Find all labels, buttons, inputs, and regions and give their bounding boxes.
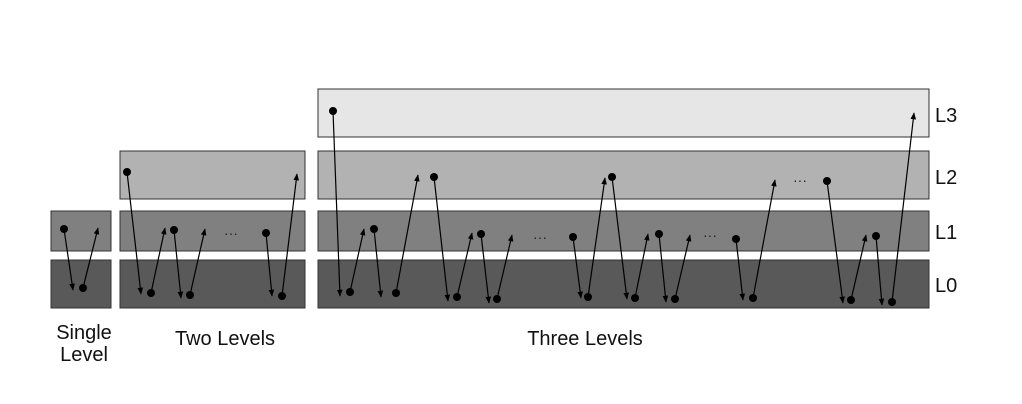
transition-arrow — [875, 235, 885, 306]
ellipsis-three-l1-a: ··· — [533, 229, 547, 245]
three-l3-box — [317, 88, 930, 138]
state-dot — [477, 230, 485, 238]
state-dot — [608, 173, 616, 181]
state-dot — [123, 168, 131, 176]
three-l0-box — [317, 259, 930, 309]
caption-three-levels: Three Levels — [527, 328, 643, 350]
transition-arrow — [395, 174, 420, 294]
transition-arrow — [189, 228, 207, 296]
transition-arrow — [611, 176, 630, 300]
transition-arrow — [433, 176, 451, 302]
state-dot — [872, 232, 880, 240]
transition-arrow — [752, 179, 777, 299]
transition-arrow — [150, 227, 167, 294]
state-dot — [888, 298, 896, 306]
state-dot — [392, 289, 400, 297]
three-l2-box — [317, 150, 930, 200]
state-dot — [569, 233, 577, 241]
transition-arrow — [173, 229, 184, 299]
transition-arrow — [735, 238, 746, 301]
transition-arrow — [634, 233, 650, 299]
transition-arrow — [587, 177, 607, 298]
transition-arrow — [658, 233, 669, 303]
state-dot — [732, 235, 740, 243]
level-label-l0: L0 — [935, 275, 958, 297]
transition-arrow — [674, 234, 692, 300]
state-dot — [262, 229, 270, 237]
transition-arrows — [63, 110, 917, 306]
transition-arrow — [826, 180, 845, 304]
transition-arrow — [265, 232, 275, 297]
state-dot — [370, 225, 378, 233]
state-dot — [847, 296, 855, 304]
state-dots — [60, 107, 896, 306]
caption-two-levels: Two Levels — [174, 328, 276, 350]
transition-arrow — [126, 171, 144, 295]
transition-arrow — [281, 173, 300, 297]
single-l1-box — [50, 210, 112, 252]
transition-arrow — [456, 232, 474, 298]
state-dot — [823, 177, 831, 185]
transition-arrow — [850, 234, 868, 301]
state-dot — [671, 295, 679, 303]
two-l0-box — [119, 259, 306, 309]
caption-single-line1: Single — [56, 322, 112, 344]
state-dot — [631, 294, 639, 302]
transition-arrow — [82, 227, 100, 289]
caption-single-line2: Level — [60, 344, 108, 366]
transition-arrow — [480, 233, 492, 304]
three-l1-box — [317, 210, 930, 252]
transition-arrow — [891, 112, 917, 303]
state-dot — [147, 289, 155, 297]
two-l1-box — [119, 210, 306, 252]
ellipsis-two-l1: ··· — [224, 225, 238, 241]
state-dot — [493, 295, 501, 303]
state-dot — [346, 288, 354, 296]
state-dot — [749, 294, 757, 302]
transition-arrow — [332, 110, 343, 297]
ellipsis-three-l2: ··· — [793, 172, 807, 188]
level-label-l3: L3 — [935, 105, 958, 127]
state-dot — [79, 284, 87, 292]
caption-single-level: Single Level — [52, 322, 116, 366]
transition-arrow — [349, 228, 366, 293]
state-dot — [453, 293, 461, 301]
single-l0-box — [50, 259, 112, 309]
state-dot — [655, 230, 663, 238]
state-dot — [170, 226, 178, 234]
state-dot — [329, 107, 337, 115]
ellipsis-three-l1-b: ··· — [703, 227, 717, 243]
two-l2-box — [119, 150, 306, 200]
transition-arrow — [373, 228, 384, 298]
transition-arrow — [496, 234, 514, 300]
state-dot — [430, 173, 438, 181]
transition-arrow — [63, 228, 75, 291]
level-label-l2: L2 — [935, 167, 958, 189]
state-dot — [584, 293, 592, 301]
state-dot — [186, 291, 194, 299]
state-dot — [60, 225, 68, 233]
transition-arrow — [572, 236, 583, 299]
level-label-l1: L1 — [935, 222, 958, 244]
state-dot — [278, 292, 286, 300]
